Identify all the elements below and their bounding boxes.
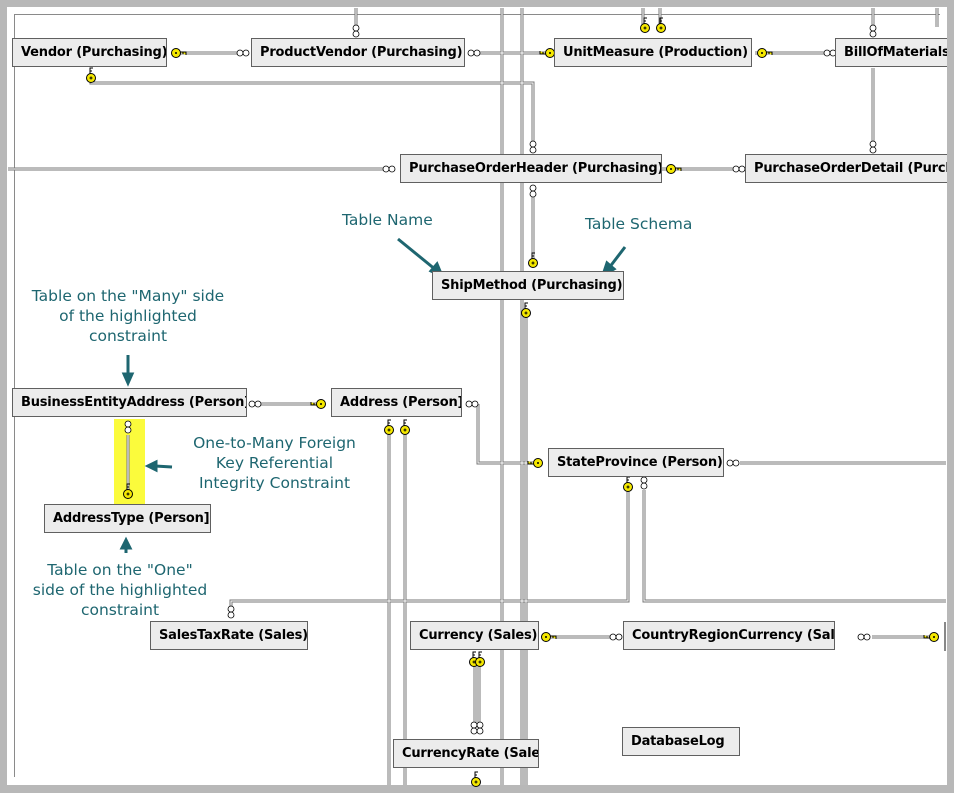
arrow-constraint: [154, 464, 173, 469]
table-billofmaterials[interactable]: BillOfMaterials: [835, 38, 947, 67]
annotation-constraint-line3: Integrity Constraint: [198, 474, 351, 492]
arrowhead-constraint: [144, 459, 158, 473]
infinity-icon: [869, 140, 877, 154]
key-icon: [623, 476, 633, 492]
key-icon: [384, 419, 394, 435]
annotation-constraint: One-to-Many Foreign Key Referential Inte…: [172, 433, 377, 493]
table-vendor[interactable]: Vendor (Purchasing): [12, 38, 167, 67]
infinity-icon: [529, 184, 537, 198]
annotation-many-side-line1: Table on the "Many" side: [31, 287, 225, 305]
annotation-one-side: Table on the "One" side of the highlight…: [6, 560, 234, 620]
key-icon: [475, 651, 485, 667]
arrowhead-many-side: [121, 372, 135, 387]
infinity-icon: [726, 459, 740, 467]
table-stateprovince[interactable]: StateProvince (Person): [548, 448, 724, 477]
infinity-icon: [732, 165, 746, 173]
table-address[interactable]: Address (Person]: [331, 388, 462, 417]
key-icon: [400, 419, 410, 435]
key-icon: [539, 48, 555, 58]
annotation-many-side-line3: constraint: [88, 327, 168, 345]
table-countryregioncurrency[interactable]: CountryRegionCurrency (Sales): [623, 621, 835, 650]
infinity-icon: [248, 400, 262, 408]
infinity-icon: [467, 49, 481, 57]
key-icon: [86, 67, 96, 83]
table-purchaseorderdetail[interactable]: PurchaseOrderDetail (Purch: [745, 154, 947, 183]
key-icon: [310, 399, 326, 409]
table-databaselog[interactable]: DatabaseLog: [622, 727, 740, 756]
annotation-one-side-line2: side of the highlighted: [32, 581, 208, 599]
annotation-one-side-line1: Table on the "One": [47, 561, 193, 579]
key-icon: [471, 771, 481, 787]
infinity-icon: [869, 24, 877, 38]
table-addresstype[interactable]: AddressType (Person]: [44, 504, 211, 533]
table-businessentityaddress[interactable]: BusinessEntityAddress (Person]: [12, 388, 247, 417]
annotation-table-schema: Table Schema: [585, 215, 693, 233]
annotation-many-side-line2: of the highlighted: [59, 307, 197, 325]
table-salestaxrate[interactable]: SalesTaxRate (Sales): [150, 621, 308, 650]
infinity-icon: [382, 165, 396, 173]
key-icon: [666, 164, 682, 174]
infinity-icon: [857, 633, 871, 641]
infinity-icon: [352, 24, 360, 38]
key-icon: [541, 632, 557, 642]
line-stateprovince-salestaxrate: [229, 490, 630, 614]
annotation-constraint-line1: One-to-Many Foreign: [193, 434, 356, 452]
table-productvendor[interactable]: ProductVendor (Purchasing): [251, 38, 465, 67]
arrowhead-one-side: [119, 536, 133, 550]
infinity-icon: [640, 476, 648, 490]
annotation-constraint-line2: Key Referential: [215, 454, 334, 472]
infinity-icon: [236, 49, 250, 57]
table-unitmeasure[interactable]: UnitMeasure (Production): [554, 38, 752, 67]
infinity-icon: [609, 633, 623, 641]
annotation-many-side: Table on the "Many" side of the highligh…: [8, 286, 248, 346]
key-icon: [171, 48, 187, 58]
line-stateprovince-right2: [642, 490, 946, 603]
arrow-table-schema: [607, 246, 627, 269]
annotation-table-name: Table Name: [342, 211, 433, 229]
line-vendor-poh: [89, 75, 535, 150]
key-icon: [527, 458, 543, 468]
table-currencyrate[interactable]: CurrencyRate (Sales): [393, 739, 539, 768]
table-currency[interactable]: Currency (Sales): [410, 621, 539, 650]
arrow-table-name: [397, 237, 437, 272]
key-icon: [923, 632, 939, 642]
infinity-icon: [465, 400, 479, 408]
annotation-one-side-line3: constraint: [80, 601, 160, 619]
table-purchaseorderheader[interactable]: PurchaseOrderHeader (Purchasing): [400, 154, 662, 183]
infinity-icon: [124, 420, 132, 434]
key-icon: [757, 48, 773, 58]
infinity-icon: [529, 140, 537, 154]
table-shipmethod[interactable]: ShipMethod (Purchasing): [432, 271, 624, 300]
